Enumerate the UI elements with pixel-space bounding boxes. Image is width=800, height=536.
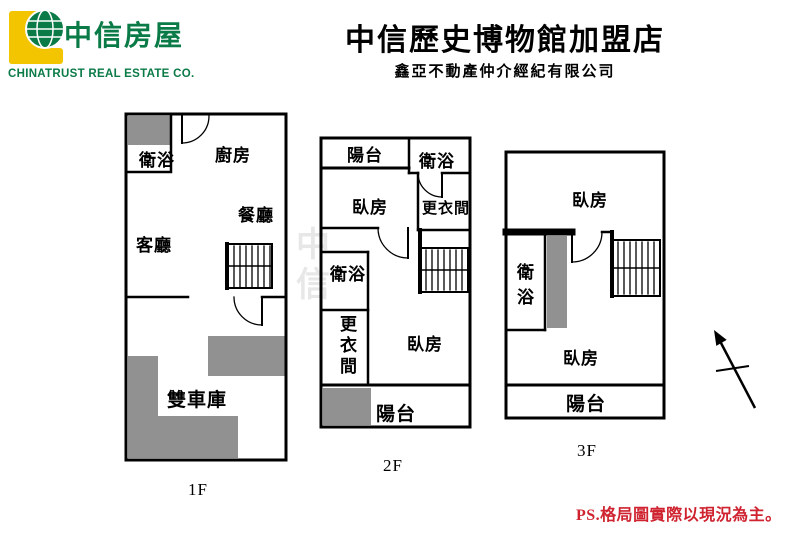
- wall-shade-3f: [547, 236, 567, 328]
- room-label-bath-top-2f: 衛浴: [419, 152, 455, 171]
- garage-shade-bottom: [128, 416, 238, 458]
- globe-icon: [9, 9, 65, 64]
- balcony-shade-2f: [323, 388, 371, 425]
- watermark-char: 信: [296, 267, 330, 304]
- closet-char: 間: [340, 357, 357, 376]
- room-label-balcony-top-2f: 陽台: [347, 146, 383, 165]
- room-label-garage-1f: 雙車庫: [167, 390, 228, 411]
- room-label-closet-bottom-2f: 更 衣 間: [340, 314, 357, 377]
- room-label-balcony-3f: 陽台: [566, 394, 607, 415]
- logo-frame-bottom: [9, 48, 63, 64]
- brand-name: 中信房屋: [64, 20, 185, 51]
- room-label-closet-top-2f: 更衣間: [422, 201, 471, 217]
- garage-shade-right: [208, 336, 285, 376]
- floor-label-2f: 2F: [383, 456, 403, 475]
- outline-1f: [124, 112, 288, 462]
- page-title: 中信歷史博物館加盟店: [345, 24, 665, 57]
- floor-plan-3f: [502, 150, 666, 420]
- watermark: 中 信: [296, 226, 330, 306]
- room-label-bath-3f: 衛 浴: [517, 260, 534, 310]
- north-arrow-icon: [714, 330, 757, 409]
- floor-plan-1f: [124, 112, 288, 462]
- outline-2f: [319, 136, 472, 429]
- bath-char: 衛: [517, 263, 534, 282]
- room-label-bedroom-bottom-2f: 臥房: [407, 335, 443, 354]
- room-label-bath-mid-2f: 衛浴: [330, 265, 366, 284]
- room-label-living-1f: 客廳: [136, 236, 172, 255]
- floor-plans-drawing: [124, 112, 757, 462]
- room-label-kitchen-1f: 廚房: [215, 146, 251, 165]
- floor-label-3f: 3F: [577, 441, 597, 460]
- closet-char: 衣: [340, 336, 357, 355]
- disclaimer-note: PS.格局圖實際以現況為主。: [576, 507, 782, 524]
- page-subtitle: 鑫亞不動產仲介經紀有限公司: [394, 64, 616, 80]
- globe-grid: [26, 10, 64, 48]
- bath-shade-1f: [128, 116, 171, 145]
- closet-char: 更: [340, 315, 357, 334]
- room-label-balcony-bottom-2f: 陽台: [376, 404, 417, 425]
- room-label-dining-1f: 餐廳: [238, 206, 274, 225]
- brand-name-en: CHINATRUST REAL ESTATE CO.: [8, 68, 195, 80]
- outline-3f: [504, 150, 666, 420]
- watermark-char: 中: [296, 227, 330, 264]
- bath-char: 浴: [517, 288, 534, 307]
- room-label-bath-1f: 衛浴: [139, 151, 175, 170]
- floor-plan-2f: [319, 136, 472, 429]
- room-label-bedroom-bottom-3f: 臥房: [563, 349, 599, 368]
- room-label-bedroom-top-3f: 臥房: [572, 191, 608, 210]
- room-label-bedroom-top-2f: 臥房: [352, 198, 388, 217]
- floor-label-1f: 1F: [188, 480, 208, 499]
